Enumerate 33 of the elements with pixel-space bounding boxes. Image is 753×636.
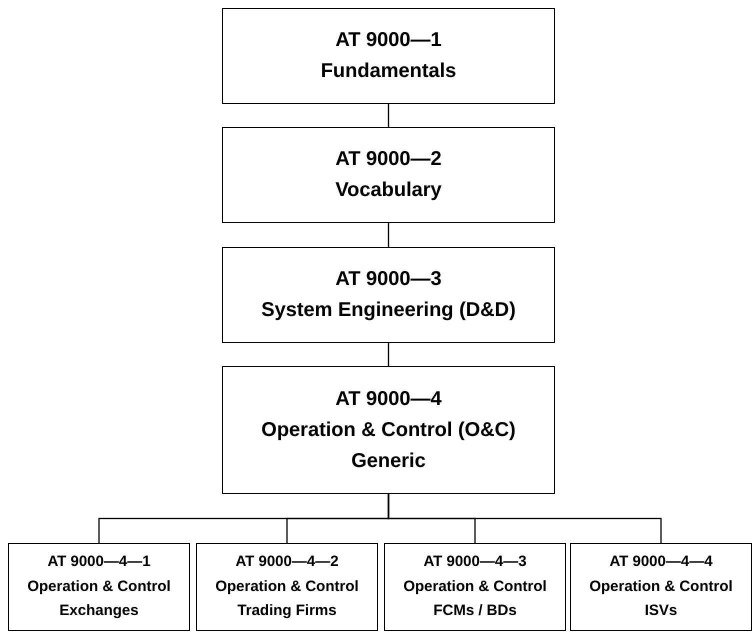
connector-line xyxy=(388,223,390,247)
standard-title: Operation & Control xyxy=(403,578,547,596)
standard-box xyxy=(570,543,752,631)
standard-title: Exchanges xyxy=(59,602,139,622)
standard-number: AT 9000—4 xyxy=(335,386,442,412)
standard-title: FCMs / BDs xyxy=(433,602,517,622)
standard-number: AT 9000—2 xyxy=(335,147,442,172)
standard-box xyxy=(196,543,378,631)
standard-number: AT 9000—4—1 xyxy=(47,552,151,572)
standard-number: AT 9000—4—3 xyxy=(423,552,527,572)
standard-number: AT 9000—4—2 xyxy=(235,552,339,572)
standard-title: Vocabulary xyxy=(335,178,442,203)
standard-title: ISVs xyxy=(644,602,678,622)
standard-title: Fundamentals xyxy=(320,59,456,84)
standard-box xyxy=(222,247,555,343)
connector-line xyxy=(388,104,390,127)
standard-box xyxy=(222,366,555,494)
standard-number: AT 9000—4—4 xyxy=(609,552,713,572)
standard-number: AT 9000—1 xyxy=(335,28,442,53)
standard-number: AT 9000—3 xyxy=(335,267,442,292)
standard-box xyxy=(222,127,555,223)
standard-title: Operation & Control xyxy=(27,578,171,596)
standard-box xyxy=(222,8,555,104)
standard-title: Operation & Control xyxy=(215,578,359,596)
standard-title: Operation & Control (O&C) xyxy=(261,418,516,442)
standard-title: Trading Firms xyxy=(237,602,337,622)
standard-box xyxy=(8,543,190,631)
connector-line xyxy=(388,343,390,366)
standard-title: Operation & Control xyxy=(589,578,733,596)
connector-line xyxy=(388,494,662,543)
standard-title: System Engineering (D&D) xyxy=(261,298,516,323)
standard-title: Generic xyxy=(351,448,426,474)
standard-box xyxy=(384,543,566,631)
